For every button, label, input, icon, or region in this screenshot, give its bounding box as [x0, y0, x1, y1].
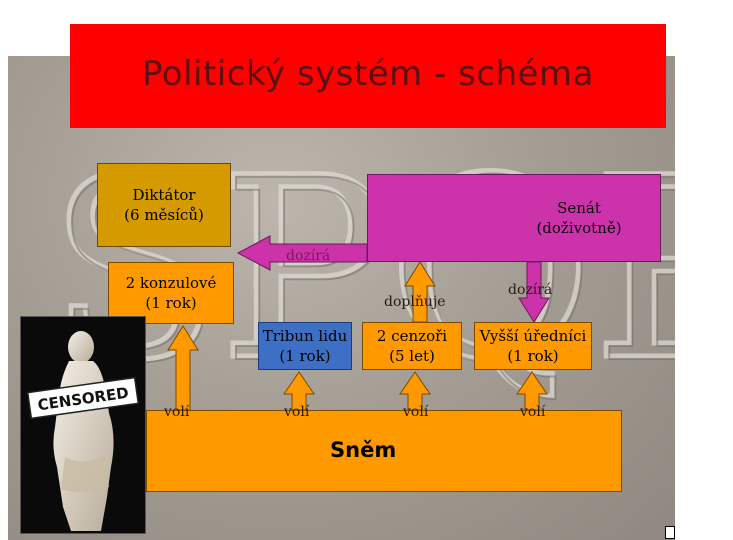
arrow-snem-to-urednici: [516, 371, 548, 411]
node-senat: Senát (doživotně): [367, 174, 661, 262]
edge-label-voli-tribun: volí: [284, 404, 310, 420]
arrow-snem-to-konzulove: [167, 325, 199, 411]
arrow-cenzori-to-senat: [404, 261, 436, 323]
censored-statue-image: CENSORED: [20, 316, 146, 534]
node-cenzori: 2 cenzoři (5 let): [362, 322, 462, 370]
node-tribun: Tribun lidu (1 rok): [258, 322, 352, 370]
node-konzulove: 2 konzulové (1 rok): [108, 262, 234, 324]
arrow-senat-to-konzulove: [236, 235, 368, 271]
node-snem: [146, 410, 622, 492]
node-diktator: Diktátor (6 měsíců): [97, 163, 231, 247]
arrow-senat-to-urednici: [518, 261, 550, 323]
node-urednici: Vyšší úředníci (1 rok): [474, 322, 592, 370]
arrow-snem-to-tribun: [283, 371, 315, 411]
edge-label-doplnuje: doplňuje: [384, 294, 446, 310]
edge-label-voli-konzulove: volí: [164, 404, 190, 420]
edge-label-dozira-urednici: dozírá: [508, 282, 553, 298]
edge-label-voli-cenzori: volí: [403, 404, 429, 420]
corner-marker-icon: [665, 526, 675, 539]
page-title: Politický systém - schéma: [142, 54, 594, 94]
edge-label-voli-urednici: volí: [520, 404, 546, 420]
title-bar: Politický systém - schéma: [70, 24, 666, 128]
arrow-snem-to-cenzori: [399, 371, 431, 411]
snem-label: Sněm: [330, 438, 397, 462]
edge-label-dozira-konzul: dozírá: [286, 248, 331, 264]
